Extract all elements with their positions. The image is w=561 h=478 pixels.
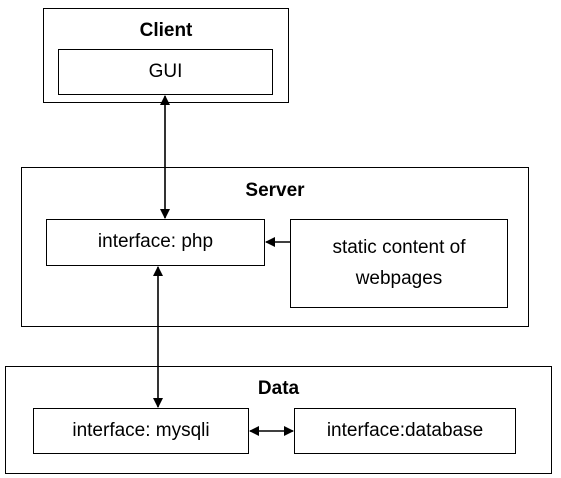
server-title: Server xyxy=(245,180,305,201)
interface-php-box: interface: php xyxy=(46,219,265,266)
client-title: Client xyxy=(139,20,193,41)
interface-database-box: interface:database xyxy=(294,408,516,454)
interface-mysqli-box: interface: mysqli xyxy=(33,408,249,454)
gui-box: GUI xyxy=(58,49,273,95)
data-title: Data xyxy=(257,378,300,399)
static-content-box: static content of webpages xyxy=(290,219,508,308)
